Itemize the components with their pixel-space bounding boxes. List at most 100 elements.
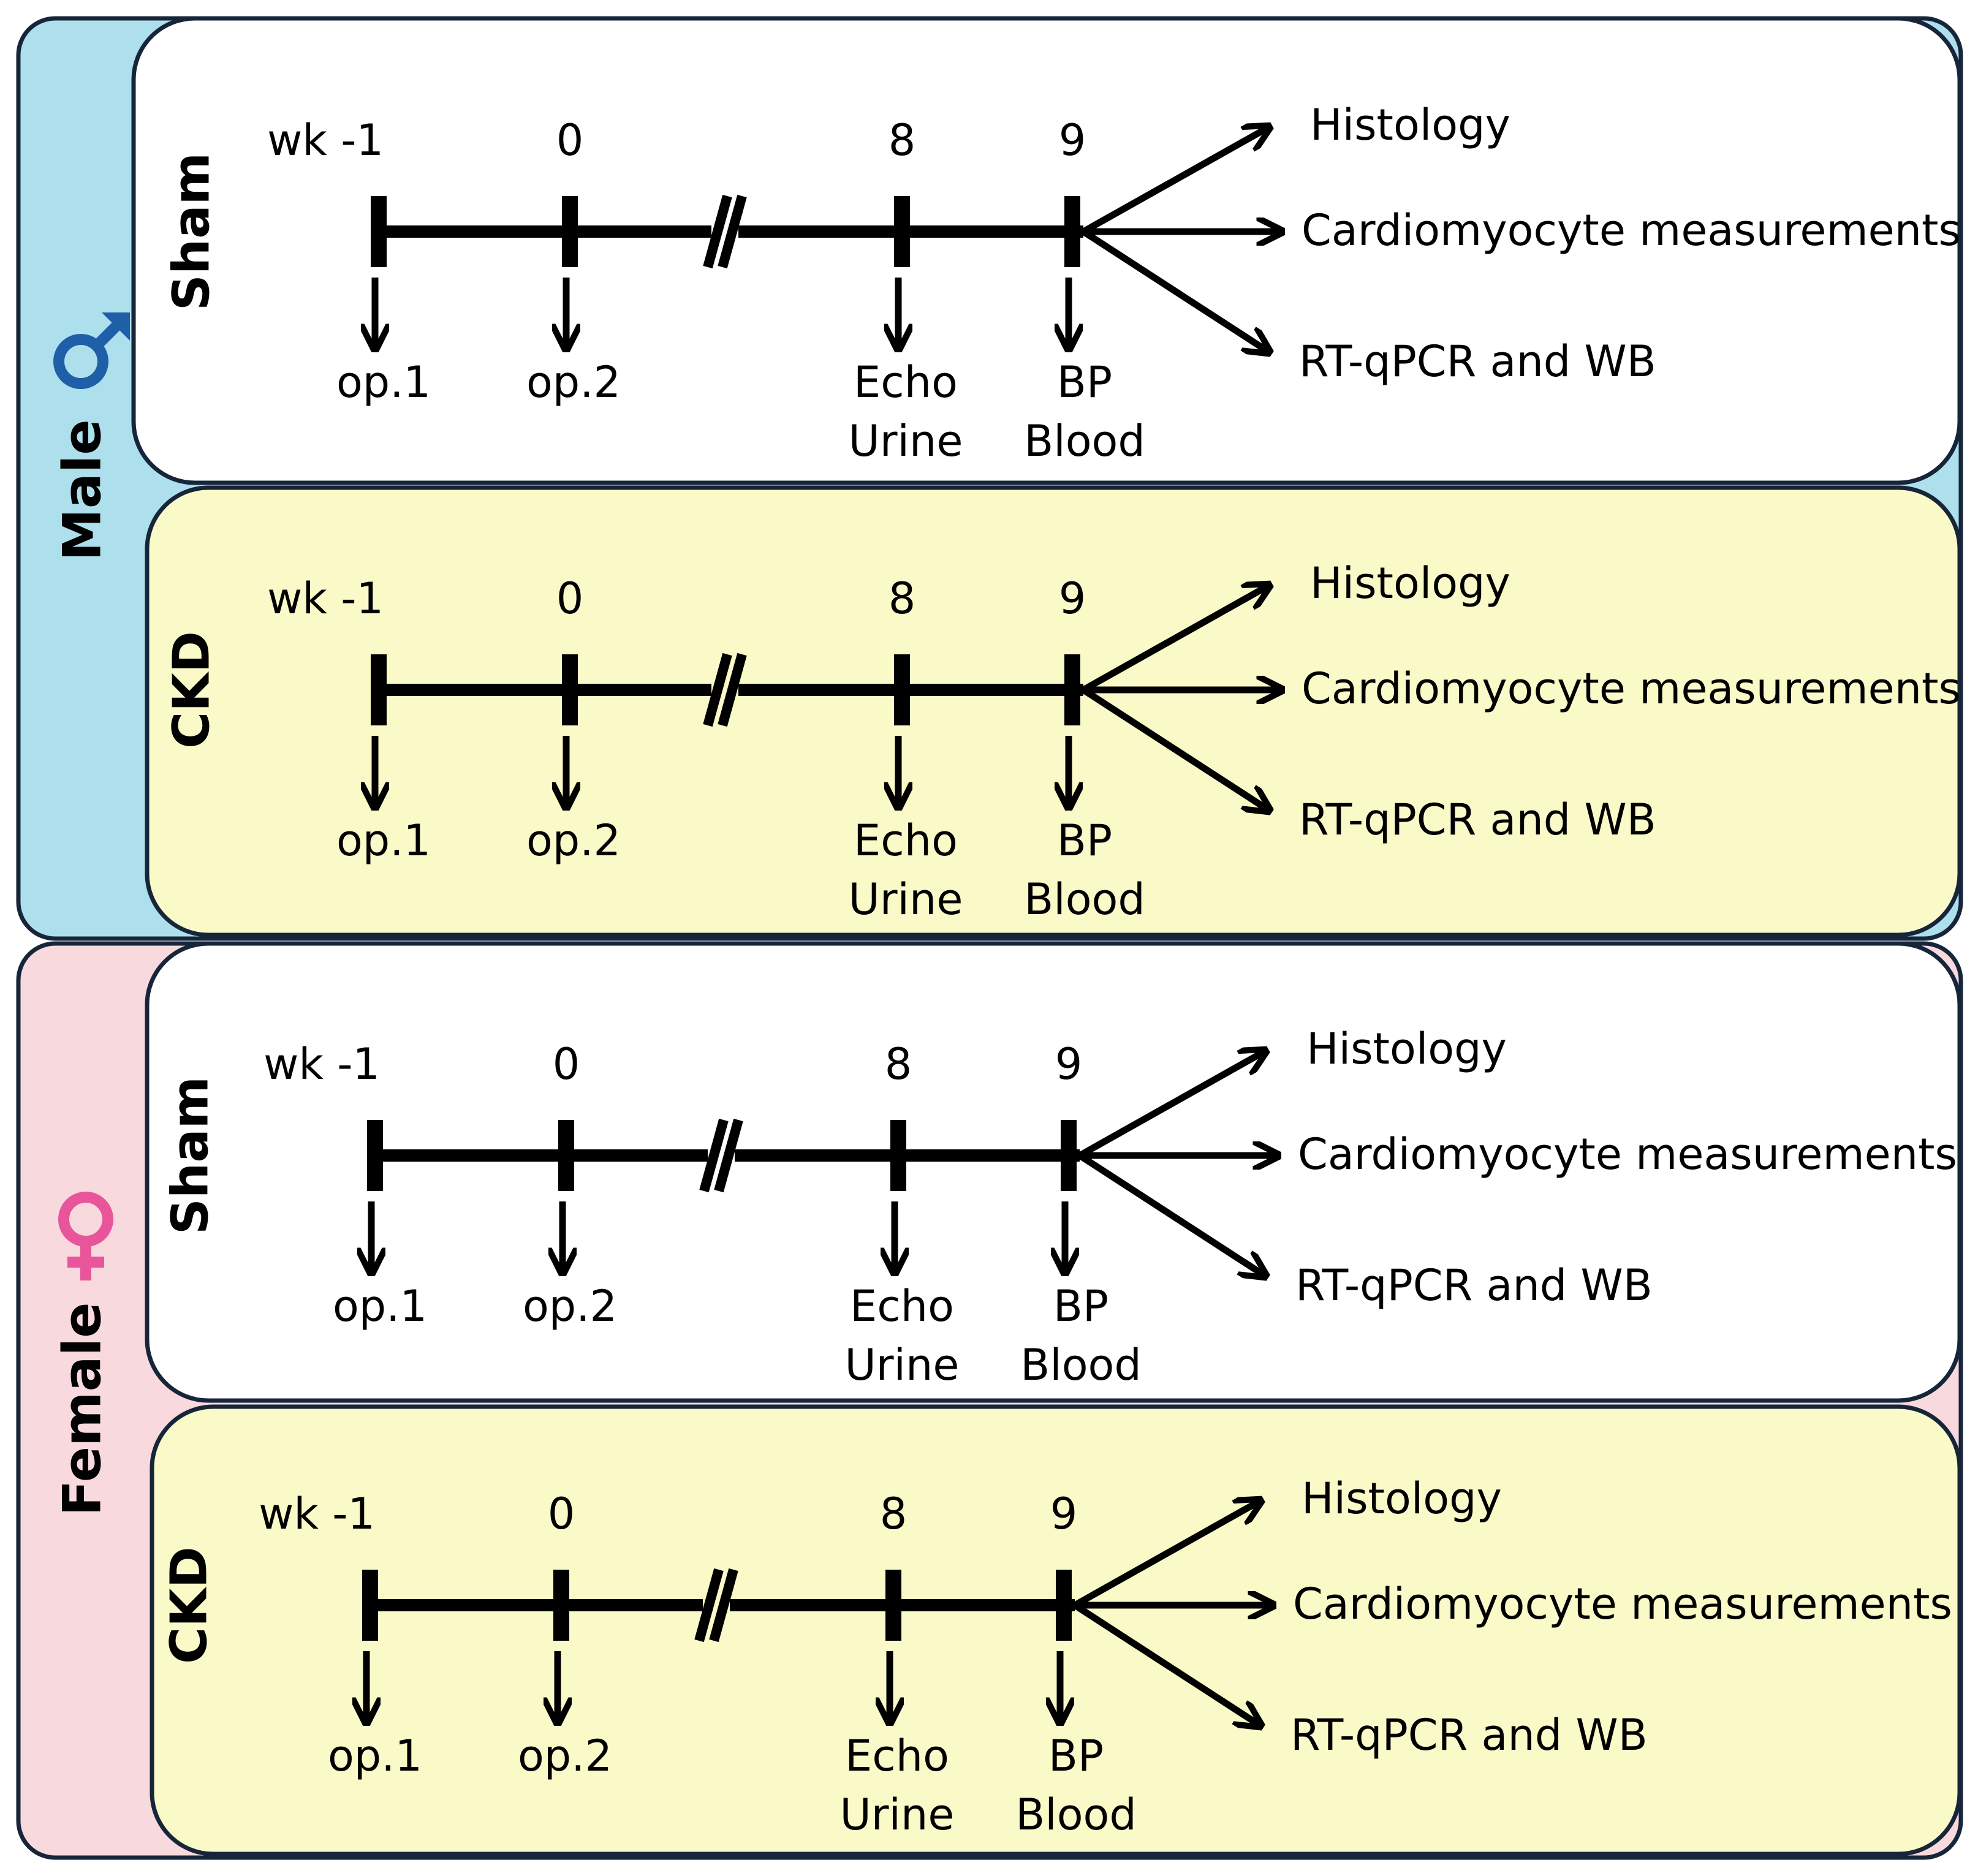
event-label: Blood xyxy=(1020,1340,1142,1390)
outcome-arrow-icon xyxy=(1082,127,1268,235)
outcome-label: Histology xyxy=(1306,1024,1507,1074)
outcome-label: RT-qPCR and WB xyxy=(1299,336,1656,387)
event-label: Echo xyxy=(845,1731,949,1781)
event-label: Echo xyxy=(854,357,958,407)
panel-background xyxy=(131,16,1962,485)
panel-label: CKD xyxy=(160,1546,218,1664)
outcome-label: Cardiomyocyte measurements xyxy=(1302,205,1961,255)
event-label: BP xyxy=(1057,357,1112,407)
event-label: op.1 xyxy=(336,357,431,407)
event-label: op.1 xyxy=(336,815,431,866)
outcome-label: Histology xyxy=(1302,1473,1502,1524)
week-label: 9 xyxy=(1055,1039,1083,1089)
event-label: op.2 xyxy=(526,357,621,407)
outcome-label: Cardiomyocyte measurements xyxy=(1293,1579,1952,1629)
week-label: 0 xyxy=(556,115,584,165)
event-label: Urine xyxy=(840,1790,955,1840)
week-label: 0 xyxy=(556,573,584,624)
timeline-tick xyxy=(1064,196,1080,267)
week-label: 8 xyxy=(889,573,916,624)
week-label: 8 xyxy=(889,115,916,165)
timeline-tick xyxy=(1056,1570,1072,1641)
outcome-arrow-icon xyxy=(1073,1501,1260,1608)
event-label: Urine xyxy=(849,874,963,925)
timeline-tick xyxy=(894,196,910,267)
axis-break-icon xyxy=(703,194,747,269)
panel-label: CKD xyxy=(162,631,221,749)
panel-background xyxy=(145,941,1962,1403)
timeline-tick xyxy=(885,1570,901,1641)
outcome-arrow-icon xyxy=(1073,1602,1260,1725)
week-label: wk -1 xyxy=(259,1489,375,1539)
week-label: 8 xyxy=(885,1039,912,1089)
timeline-tick xyxy=(562,196,578,267)
event-label: op.2 xyxy=(518,1731,612,1781)
event-label: Urine xyxy=(849,416,963,466)
week-label: 0 xyxy=(548,1489,575,1539)
timeline-tick xyxy=(1061,1120,1077,1191)
timeline-tick xyxy=(558,1120,574,1191)
male-symbol-icon xyxy=(53,312,130,389)
event-label: BP xyxy=(1053,1281,1108,1331)
outcome-arrow-icon xyxy=(1078,1051,1265,1159)
event-label: Blood xyxy=(1024,874,1145,925)
outcome-label: RT-qPCR and WB xyxy=(1295,1260,1653,1311)
sex-label: Male xyxy=(51,419,113,561)
event-label: Urine xyxy=(845,1340,960,1390)
timeline-tick xyxy=(371,196,387,267)
outcome-arrow-icon xyxy=(1078,1152,1265,1276)
week-label: wk -1 xyxy=(267,115,384,165)
timeline-tick xyxy=(1064,654,1080,725)
event-label: op.1 xyxy=(333,1281,427,1331)
female-symbol-icon xyxy=(58,1192,113,1280)
event-label: Echo xyxy=(850,1281,954,1331)
axis-break-icon xyxy=(694,1568,738,1643)
timeline-tick xyxy=(553,1570,569,1641)
panel-label: Sham xyxy=(162,153,221,311)
axis-break-icon xyxy=(703,652,747,727)
week-label: 9 xyxy=(1059,115,1086,165)
timeline-tick xyxy=(367,1120,383,1191)
panel-label: Sham xyxy=(162,1076,220,1235)
timeline-tick xyxy=(362,1570,378,1641)
week-label: wk -1 xyxy=(263,1039,380,1089)
outcome-arrow-icon xyxy=(1082,229,1268,352)
week-label: 9 xyxy=(1050,1489,1078,1539)
panel-background xyxy=(145,485,1962,937)
outcome-arrow-icon xyxy=(1082,687,1268,810)
event-label: Blood xyxy=(1015,1790,1137,1840)
sex-label: Female xyxy=(51,1302,113,1516)
event-label: op.1 xyxy=(328,1731,422,1781)
week-label: 8 xyxy=(880,1489,908,1539)
week-label: 9 xyxy=(1059,573,1086,624)
outcome-label: Histology xyxy=(1310,558,1510,608)
week-label: wk -1 xyxy=(267,573,384,624)
event-label: op.2 xyxy=(523,1281,617,1331)
axis-break-icon xyxy=(699,1118,743,1193)
week-label: 0 xyxy=(553,1039,580,1089)
event-label: Echo xyxy=(854,815,958,866)
timeline-tick xyxy=(890,1120,906,1191)
timeline-tick xyxy=(371,654,387,725)
timeline-tick xyxy=(894,654,910,725)
outcome-label: Cardiomyocyte measurements xyxy=(1302,664,1961,714)
event-label: op.2 xyxy=(526,815,621,866)
event-label: BP xyxy=(1057,815,1112,866)
timeline-tick xyxy=(562,654,578,725)
outcome-arrow-icon xyxy=(1082,586,1268,693)
event-label: Blood xyxy=(1024,416,1145,466)
outcome-label: Histology xyxy=(1310,100,1510,150)
